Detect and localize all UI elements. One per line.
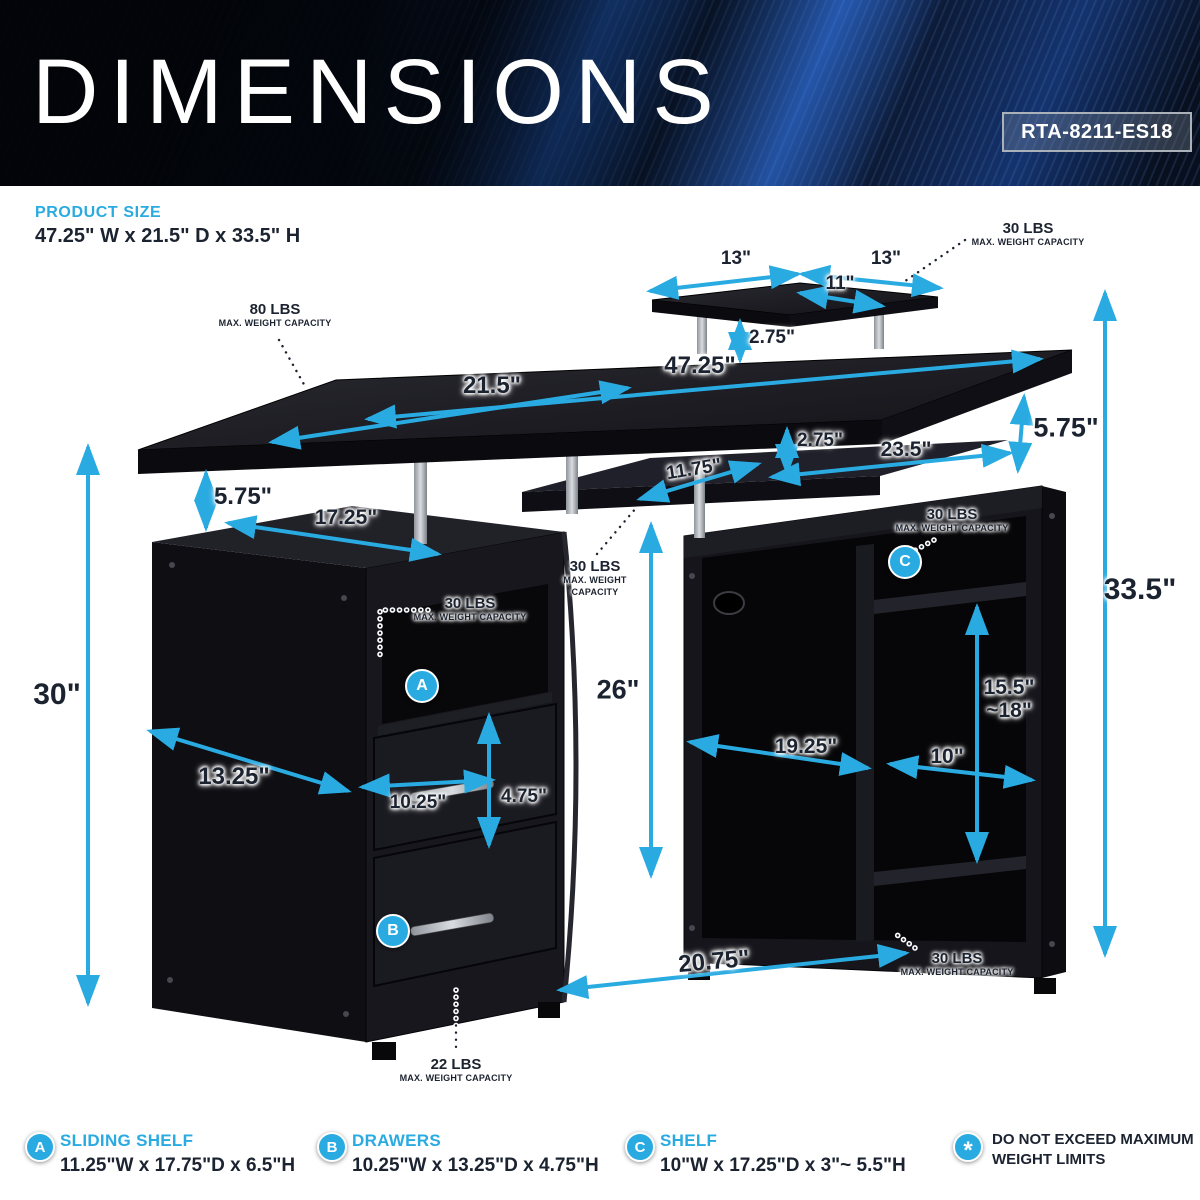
- marker-a-letter: A: [416, 677, 428, 694]
- weight-label-sliding-shelf: 30 LBS MAX. WEIGHT CAPACITY: [563, 558, 626, 599]
- weight-label-drawers: 22 LBS MAX. WEIGHT CAPACITY: [400, 1056, 513, 1085]
- weight-label-upper-shelf-c: 30 LBS MAX. WEIGHT CAPACITY: [896, 506, 1009, 535]
- weight-value: 80 LBS: [249, 301, 301, 318]
- legend-dims: 10.25"W x 13.25"D x 4.75"H: [352, 1155, 599, 1176]
- legend-warning-text: DO NOT EXCEED MAXIMUM WEIGHT LIMITS: [992, 1131, 1194, 1169]
- legend-marker-b-letter: B: [326, 1138, 338, 1156]
- header-banner: [0, 0, 1200, 186]
- weight-value: 22 LBS: [430, 1056, 482, 1073]
- dim-drawer-width: 10.25": [389, 792, 447, 813]
- legend-marker-a-letter: A: [34, 1138, 46, 1156]
- weight-note: MAX. WEIGHT CAPACITY: [218, 318, 332, 329]
- dim-under-desk-clearance: 26": [596, 674, 640, 705]
- product-size-value: 47.25" W x 21.5" D x 33.5" H: [35, 225, 301, 247]
- legend-title: SLIDING SHELF: [60, 1131, 194, 1150]
- dim-right-shelf-width: 10": [930, 745, 964, 768]
- weight-label-lower-shelf: 30 LBS MAX. WEIGHT CAPACITY: [901, 950, 1014, 979]
- dim-drawer-height: 4.75": [501, 786, 547, 807]
- product-size-block: PRODUCT SIZE 47.25" W x 21.5" D x 33.5" …: [35, 204, 300, 248]
- weight-value: 30 LBS: [569, 558, 621, 575]
- weight-note: CAPACITY: [571, 586, 619, 597]
- dim-floor-to-desktop: 30": [33, 678, 81, 711]
- weight-label-monitor-shelf: 30 LBS MAX. WEIGHT CAPACITY: [972, 220, 1085, 249]
- dim-tray-width: 23.5": [880, 438, 932, 461]
- dim-desk-depth: 21.5": [462, 372, 522, 399]
- weight-note: MAX. WEIGHT CAPACITY: [399, 1073, 513, 1084]
- product-size-label: PRODUCT SIZE: [35, 204, 162, 221]
- page-title: DIMENSIONS: [32, 41, 725, 143]
- dim-tray-clearance: 2.75": [797, 430, 843, 451]
- dim-left-cabinet-top-depth: 17.25": [314, 506, 378, 529]
- dim-total-height: 33.5": [1103, 573, 1177, 606]
- legend-marker-c: C: [625, 1132, 655, 1162]
- warning-asterisk: *: [963, 1137, 973, 1164]
- weight-note: MAX. WEIGHT CAPACITY: [895, 523, 1009, 534]
- dim-desktop-to-cabinet-left: 5.75": [213, 483, 273, 510]
- desk-illustration: [137, 282, 1073, 1060]
- legend-item-sliding-shelf: SLIDING SHELF 11.25"W x 17.75"D x 6.5"H: [60, 1131, 295, 1177]
- marker-a: A: [405, 669, 439, 703]
- dim-desktop-to-tray-right: 5.75": [1033, 412, 1099, 443]
- dim-riser-height: 2.75": [749, 327, 795, 348]
- legend-item-drawers: DRAWERS 10.25"W x 13.25"D x 4.75"H: [352, 1131, 599, 1177]
- weight-label-desktop: 80 LBS MAX. WEIGHT CAPACITY: [219, 301, 332, 330]
- dim-desk-width: 47.25": [664, 352, 736, 379]
- dim-top-shelf-side: 11": [825, 273, 855, 294]
- dim-top-shelf-right: 13": [870, 248, 902, 269]
- legend-title: DRAWERS: [352, 1131, 441, 1150]
- weight-note: MAX. WEIGHT CAPACITY: [900, 967, 1014, 978]
- marker-c-letter: C: [899, 553, 911, 570]
- legend-item-shelf: SHELF 10"W x 17.25"D x 3"~ 5.5"H: [660, 1131, 906, 1177]
- dim-right-cabinet-width: 19.25": [774, 735, 838, 758]
- legend-dims: 10"W x 17.25"D x 3"~ 5.5"H: [660, 1155, 906, 1176]
- weight-note: MAX. WEIGHT CAPACITY: [413, 612, 527, 623]
- marker-b: B: [376, 914, 410, 948]
- weight-note: MAX. WEIGHT: [563, 575, 627, 586]
- legend-marker-b: B: [317, 1132, 347, 1162]
- legend-title: SHELF: [660, 1131, 718, 1150]
- weight-value: 30 LBS: [931, 950, 983, 967]
- marker-b-letter: B: [387, 922, 399, 939]
- weight-value: 30 LBS: [926, 506, 978, 523]
- weight-note: MAX. WEIGHT CAPACITY: [971, 237, 1085, 248]
- dimension-arrows: [76, 264, 1117, 1007]
- legend-dims: 11.25"W x 17.75"D x 6.5"H: [60, 1155, 296, 1176]
- weight-value: 30 LBS: [444, 595, 496, 612]
- legend-marker-c-letter: C: [634, 1138, 646, 1156]
- dim-top-shelf-left: 13": [720, 248, 752, 269]
- weight-value: 30 LBS: [1002, 220, 1054, 237]
- dim-left-cabinet-depth: 13.25": [198, 763, 270, 790]
- weight-label-open-shelf-a: 30 LBS MAX. WEIGHT CAPACITY: [414, 595, 527, 624]
- legend-marker-a: A: [25, 1132, 55, 1162]
- dim-right-shelf-height-min: 15.5": [983, 676, 1035, 699]
- model-number-badge: RTA-8211-ES18: [1002, 112, 1192, 152]
- dim-right-shelf-height-max: ~18": [986, 699, 1032, 722]
- marker-c: C: [888, 545, 922, 579]
- legend-marker-warning: *: [953, 1132, 983, 1164]
